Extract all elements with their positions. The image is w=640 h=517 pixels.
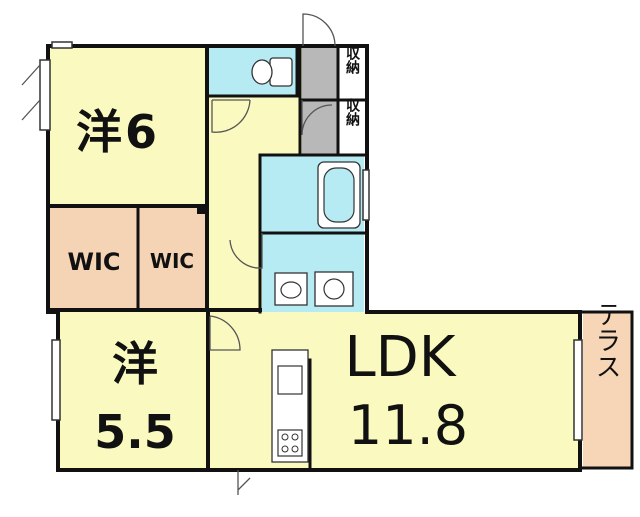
wall-terrace — [578, 310, 634, 470]
washing-machine-fixture — [314, 271, 354, 307]
wall-storage — [298, 44, 369, 157]
window-w6-top — [51, 41, 73, 49]
storage-1-label: 収納 — [344, 45, 360, 75]
room-western-6-size: 6 — [125, 105, 157, 159]
terrace-label: テラス — [591, 301, 621, 379]
room-western-55-kanji: 洋 — [112, 337, 158, 391]
room-wic-left-label: WIC — [67, 248, 120, 276]
washbasin-fixture — [274, 272, 308, 306]
room-western-55-floor — [60, 312, 208, 468]
terrace-floor — [583, 312, 631, 468]
fixtures — [251, 57, 361, 463]
walls — [46, 44, 634, 472]
room-ldk-size: 11.8 — [348, 394, 468, 457]
room-western-6-kanji: 洋 — [76, 105, 122, 159]
door-wash — [229, 233, 263, 269]
kitchen-counter — [271, 349, 309, 463]
wall-toilet — [205, 44, 299, 98]
window-bath-right — [362, 169, 370, 221]
window-w55-left — [51, 339, 61, 421]
door-w55 — [209, 315, 241, 351]
door-w6 — [211, 99, 251, 133]
room-ldk-floor — [208, 312, 578, 468]
room-wic-left-floor — [50, 206, 138, 310]
floor-fills — [50, 46, 631, 468]
kitchen-stove — [277, 429, 303, 457]
column — [197, 206, 207, 214]
window-ldk-right — [573, 339, 583, 441]
storage-2-label: 収納 — [344, 97, 360, 127]
bathtub-fixture — [317, 161, 361, 229]
room-western-6-floor — [50, 46, 207, 206]
room-ldk-label: LDK — [344, 325, 456, 390]
room-wic-right-label: WIC — [150, 249, 194, 273]
toilet-fixture — [251, 57, 293, 87]
wall-bath — [258, 153, 369, 314]
window-w6-left — [39, 59, 51, 131]
windows — [39, 41, 583, 441]
room-western-55-size: 5.5 — [94, 405, 176, 459]
door-ldk-bottom — [237, 470, 251, 495]
door-entrance — [302, 13, 336, 47]
door-toilet — [301, 100, 333, 136]
doors — [21, 13, 336, 495]
kitchen-sink — [277, 365, 303, 395]
room-wic-right-floor — [138, 206, 207, 310]
door-w6-outside — [21, 64, 41, 121]
labels: 洋 6 WIC WIC 洋 5.5 LDK 11.8 収納 収納 テラス — [67, 45, 621, 459]
